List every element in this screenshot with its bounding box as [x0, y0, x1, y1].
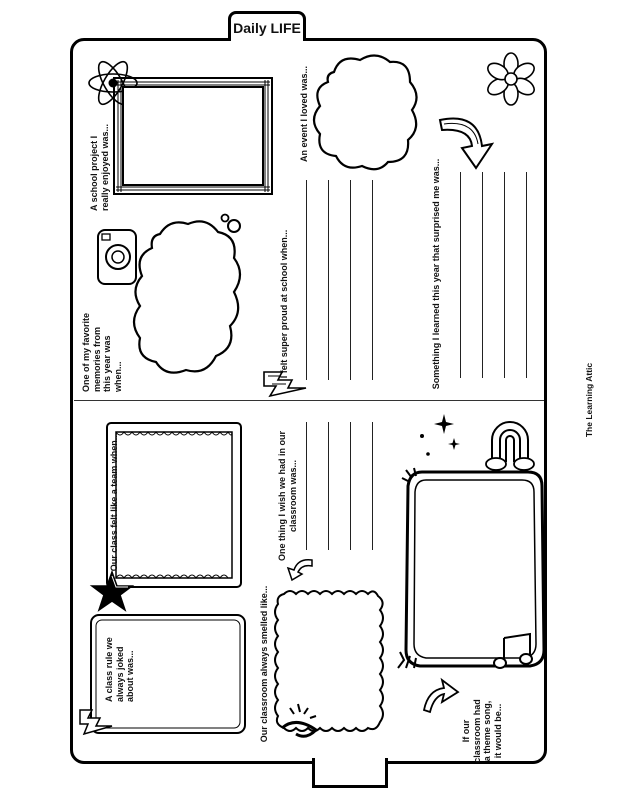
writing-line	[482, 172, 483, 378]
writing-line	[350, 180, 351, 380]
writing-line	[526, 172, 527, 378]
writing-line	[372, 180, 373, 380]
favorite-memories-prompt: One of my favorite memories from this ye…	[81, 312, 123, 392]
arrow-icon	[438, 117, 495, 170]
theme-song-frame	[401, 467, 546, 668]
writing-line	[504, 172, 505, 378]
theme-song-prompt: If our classroom had a theme song, it wo…	[461, 699, 503, 763]
scribble-icon	[281, 703, 319, 738]
writing-line	[372, 422, 373, 550]
writing-line	[328, 180, 329, 380]
arrow-icon	[286, 558, 313, 582]
surprised-prompt: Something I learned this year that surpr…	[431, 158, 441, 390]
class-rule-frame	[90, 614, 246, 734]
team-frame	[106, 422, 242, 588]
wish-prompt: One thing I wish we had in our classroom…	[277, 431, 298, 562]
event-cloud	[312, 54, 418, 171]
writing-line	[460, 172, 461, 378]
center-fold-line	[74, 400, 544, 401]
smelled-cloud-frame	[274, 590, 384, 732]
credit-text: The Learning Attic	[584, 362, 594, 438]
memories-thought-cloud	[132, 213, 242, 374]
school-project-prompt: A school project I really enjoyed was...	[89, 123, 110, 211]
class-rule-prompt: A class rule we always joked about was..…	[104, 637, 135, 702]
flower-icon	[487, 52, 535, 106]
burst-icon	[397, 651, 417, 669]
lightning-icon	[79, 709, 113, 736]
camera-icon	[97, 229, 137, 285]
arrow-icon	[422, 677, 460, 714]
lightning-icon	[263, 371, 307, 398]
school-project-frame	[113, 77, 273, 195]
rainbow-icon	[485, 421, 535, 471]
music-note-icon	[493, 632, 533, 669]
star-icon	[89, 569, 135, 612]
writing-line	[306, 180, 307, 380]
event-loved-prompt: An event I loved was...	[299, 65, 309, 163]
writing-line	[328, 422, 329, 550]
writing-line	[350, 422, 351, 550]
smelled-prompt: Our classroom always smelled like...	[259, 585, 269, 743]
page-frame	[70, 38, 547, 764]
team-prompt: Our class felt like a team when...	[109, 432, 119, 572]
writing-line	[306, 422, 307, 550]
sparkle-icon	[420, 414, 460, 456]
page-title-tab: Daily LIFE	[228, 11, 306, 41]
